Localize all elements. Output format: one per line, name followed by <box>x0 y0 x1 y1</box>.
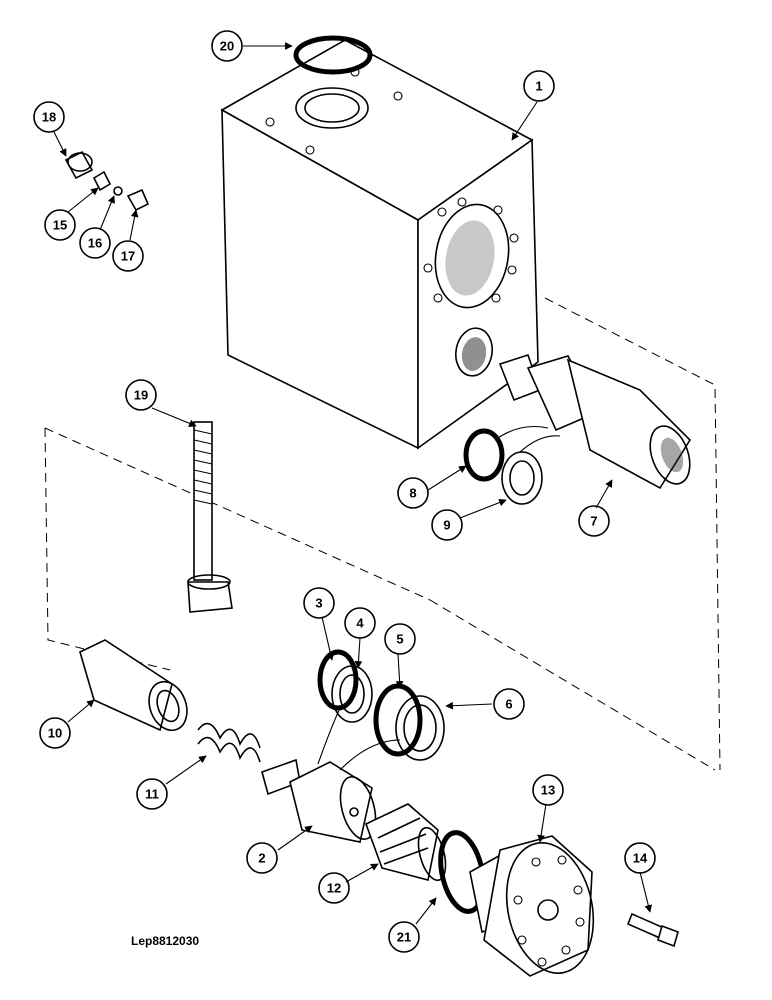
callout-1: 1 <box>523 70 555 102</box>
callout-19: 19 <box>125 379 157 411</box>
svg-text:1: 1 <box>535 79 542 94</box>
rings-8-9 <box>463 425 561 505</box>
svg-text:19: 19 <box>134 388 148 403</box>
svg-text:20: 20 <box>220 39 234 54</box>
valve-block <box>220 39 539 450</box>
sleeve-10 <box>79 639 188 732</box>
callout-14: 14 <box>624 842 656 874</box>
callout-9: 9 <box>431 509 463 541</box>
callout-15: 15 <box>44 209 76 241</box>
callout-5: 5 <box>384 623 416 655</box>
seal-rings-3-6 <box>317 649 445 761</box>
svg-text:12: 12 <box>327 881 341 896</box>
svg-text:5: 5 <box>396 632 403 647</box>
svg-text:13: 13 <box>541 783 555 798</box>
svg-text:9: 9 <box>443 518 450 533</box>
assembly-guide-lines <box>44 297 721 771</box>
callout-13: 13 <box>532 774 564 806</box>
svg-text:6: 6 <box>505 697 512 712</box>
svg-text:2: 2 <box>258 851 265 866</box>
callout-21: 21 <box>388 921 420 953</box>
callout-12: 12 <box>318 872 350 904</box>
callout-6: 6 <box>493 688 525 720</box>
svg-text:21: 21 <box>397 930 411 945</box>
callout-4: 4 <box>344 607 376 639</box>
plug-assembly <box>64 150 150 212</box>
svg-text:18: 18 <box>42 110 56 125</box>
callout-17: 17 <box>112 240 144 272</box>
spring-11 <box>197 722 261 763</box>
svg-text:17: 17 <box>121 249 135 264</box>
svg-text:11: 11 <box>145 787 159 802</box>
piston-12 <box>364 803 447 882</box>
svg-text:14: 14 <box>633 851 648 866</box>
callout-20: 20 <box>211 30 243 62</box>
svg-text:10: 10 <box>48 726 62 741</box>
svg-text:7: 7 <box>590 514 597 529</box>
svg-text:3: 3 <box>315 596 322 611</box>
svg-text:8: 8 <box>409 486 416 501</box>
spool-2 <box>261 707 401 843</box>
drawing-reference: Lep8812030 <box>131 934 199 948</box>
svg-text:4: 4 <box>356 616 364 631</box>
callout-8: 8 <box>397 477 429 509</box>
callout-3: 3 <box>303 587 335 619</box>
callout-10: 10 <box>39 717 71 749</box>
callout-18: 18 <box>33 101 65 133</box>
svg-text:15: 15 <box>53 218 67 233</box>
screw-14 <box>626 912 679 948</box>
o-ring-20 <box>293 35 373 75</box>
callout-2: 2 <box>246 842 278 874</box>
callout-16: 16 <box>79 227 111 259</box>
leader-arrows <box>53 42 653 925</box>
svg-text:16: 16 <box>88 236 102 251</box>
relief-valve-7 <box>498 353 692 490</box>
callout-7: 7 <box>578 505 610 537</box>
callout-11: 11 <box>136 778 168 810</box>
bolt-19 <box>187 421 233 613</box>
end-cap-13 <box>469 835 595 977</box>
